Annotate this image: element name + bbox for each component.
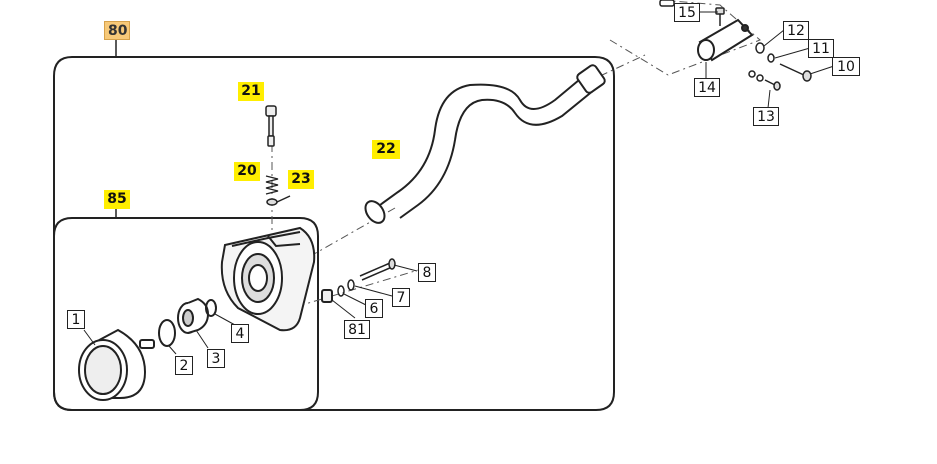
label-12: 12	[783, 21, 809, 40]
clip-23	[266, 195, 291, 206]
pin-21	[265, 105, 277, 147]
screw-10	[779, 63, 812, 82]
screw-13	[748, 70, 781, 91]
label-80: 80	[104, 21, 130, 40]
nut-81	[321, 289, 333, 303]
snap-ring-2	[158, 319, 176, 347]
label-22: 22	[372, 140, 400, 159]
label-4: 4	[231, 324, 249, 343]
group-85-outline	[53, 217, 319, 411]
tube-22	[364, 64, 606, 224]
washer-6	[337, 285, 345, 297]
screw-8	[359, 258, 396, 281]
label-11: 11	[808, 39, 834, 58]
bearing-3	[177, 297, 210, 334]
label-10: 10	[832, 57, 860, 76]
oring-12	[755, 42, 765, 54]
label-20: 20	[234, 162, 260, 181]
label-6: 6	[365, 299, 383, 318]
spring-20	[265, 175, 279, 195]
label-7: 7	[392, 288, 410, 307]
label-8: 8	[418, 263, 436, 282]
label-81: 81	[344, 320, 370, 339]
label-14: 14	[694, 78, 720, 97]
group-80-outline	[53, 56, 615, 411]
label-85: 85	[104, 190, 130, 209]
screw-15	[715, 7, 725, 26]
label-2: 2	[175, 356, 193, 375]
label-3: 3	[207, 349, 225, 368]
oring-7	[347, 279, 355, 291]
label-23: 23	[288, 170, 314, 189]
oring-11	[767, 53, 775, 63]
label-1: 1	[67, 310, 85, 329]
label-15: 15	[674, 3, 700, 22]
top-right-fitting	[659, 0, 675, 7]
ring-4	[205, 299, 217, 317]
clutch-drum-1	[78, 328, 155, 401]
gear-housing	[220, 226, 316, 332]
label-13: 13	[753, 107, 779, 126]
label-21: 21	[238, 82, 264, 101]
sleeve-14	[697, 18, 754, 62]
